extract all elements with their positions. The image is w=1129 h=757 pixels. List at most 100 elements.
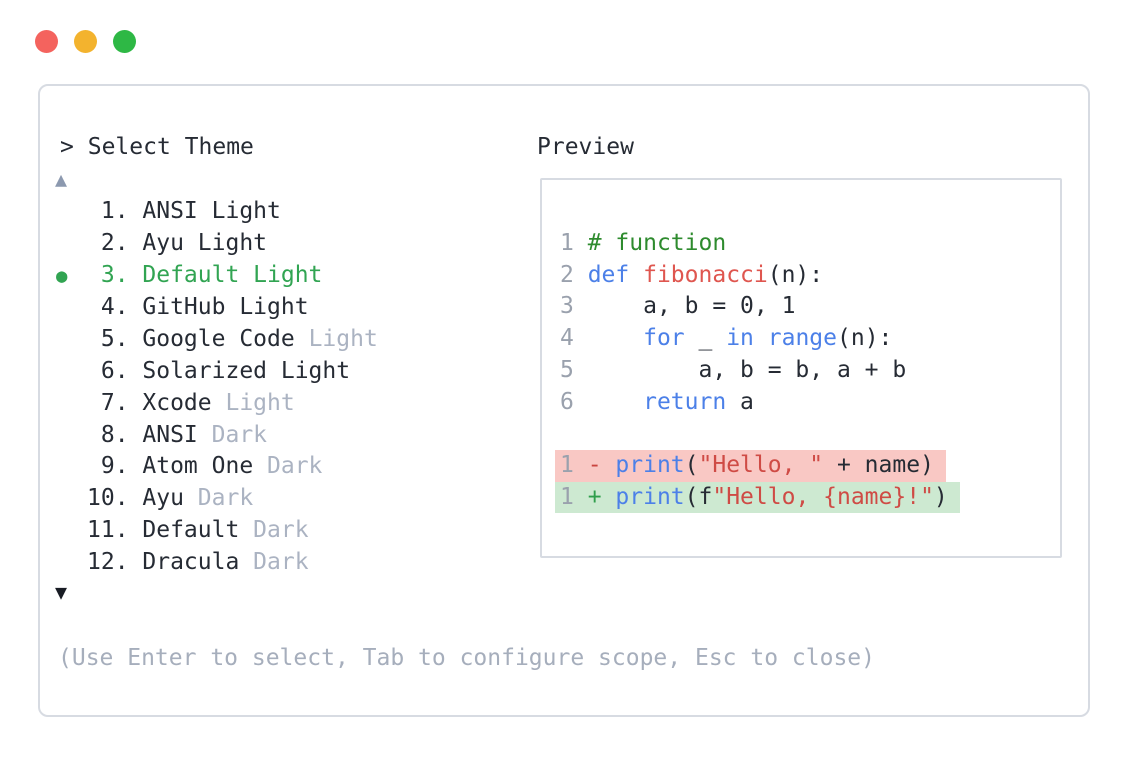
theme-list-item[interactable]: 1. ANSI Light (56, 196, 378, 228)
theme-list-item[interactable]: 11. Default Dark (56, 515, 378, 547)
item-variant-label: Light (308, 326, 378, 353)
item-number: 9. (87, 453, 143, 480)
code-token: (f (684, 483, 713, 510)
theme-list-item[interactable]: 2. Ayu Light (56, 228, 378, 260)
item-number: 11. (87, 516, 143, 543)
item-variant-label: Dark (253, 548, 309, 575)
item-number: 8. (87, 421, 143, 448)
code-token: def (587, 261, 630, 288)
code-token (629, 262, 643, 288)
line-number: 1 (560, 483, 588, 510)
code-token: + name) (823, 451, 934, 478)
code-token: range (767, 325, 837, 352)
code-token: print (615, 483, 685, 510)
code-line: 1 - print("Hello, " + name) (555, 449, 946, 482)
code-token: (n): (837, 325, 893, 352)
item-name: Xcode (142, 389, 226, 416)
code-line: 1 # function (560, 228, 960, 260)
scroll-up-icon[interactable]: ▲ (55, 167, 68, 191)
scroll-down-icon[interactable]: ▼ (55, 580, 68, 604)
line-number: 5 (560, 356, 588, 383)
code-token: return (643, 388, 727, 415)
item-number: 2. (87, 229, 143, 256)
maximize-button[interactable] (113, 30, 136, 53)
code-token: print (615, 451, 685, 478)
minimize-button[interactable] (74, 30, 97, 53)
item-number: 7. (87, 389, 143, 416)
item-number: 5. (87, 326, 143, 353)
theme-list-item[interactable]: 10. Ayu Dark (56, 483, 378, 515)
item-name: ANSI (142, 421, 212, 448)
theme-list-item[interactable]: 8. ANSI Dark (56, 420, 378, 452)
item-variant-label: Dark (197, 485, 254, 512)
item-name: Default Light (142, 261, 323, 288)
item-variant-label: Dark (267, 453, 323, 480)
line-number: 4 (560, 325, 588, 352)
window-controls (35, 30, 136, 53)
code-token: in (726, 325, 754, 352)
code-token: for (643, 325, 685, 352)
line-number: 6 (560, 388, 588, 415)
selected-dot-icon: ● (56, 264, 68, 287)
code-line (560, 418, 960, 450)
item-number: 12. (87, 548, 143, 575)
code-token: "Hello, {name}!" (712, 483, 934, 510)
code-token: fibonacci (643, 261, 768, 288)
code-token: a (726, 388, 754, 415)
item-number: 4. (87, 294, 143, 321)
line-number: 2 (560, 261, 588, 288)
code-token: ( (684, 451, 699, 478)
item-name: Default (142, 516, 254, 543)
item-variant-label: Light (225, 389, 295, 416)
item-name: Ayu (142, 485, 198, 512)
item-name: Ayu Light (142, 229, 268, 256)
item-number: 10. (87, 485, 143, 512)
item-name: Atom One (142, 453, 268, 480)
item-variant-label: Dark (211, 421, 268, 448)
code-token (588, 389, 643, 415)
code-line: 3 a, b = 0, 1 (560, 291, 960, 323)
item-variant-label: Dark (253, 516, 309, 543)
code-token: - (587, 451, 616, 478)
item-number: 1. (87, 198, 143, 224)
code-token: (n): (767, 261, 824, 288)
item-number: 3. (87, 261, 143, 288)
item-name: GitHub Light (142, 294, 309, 321)
code-token (588, 325, 643, 351)
line-number: 1 (560, 451, 588, 478)
item-name: Solarized Light (142, 357, 351, 384)
code-token: ) (933, 483, 948, 510)
theme-list-item[interactable]: 7. Xcode Light (56, 388, 378, 420)
code-token (754, 325, 768, 351)
code-line: 2 def fibonacci(n): (560, 260, 960, 292)
theme-list-item[interactable]: 6. Solarized Light (56, 356, 378, 388)
code-token: # function (587, 230, 727, 256)
item-name: Dracula (142, 548, 254, 575)
page-title: Select Theme (87, 134, 254, 160)
item-name: Google Code (142, 326, 309, 353)
code-token: a, b = 0, 1 (587, 293, 796, 320)
code-line: 5 a, b = b, a + b (560, 355, 960, 387)
code-token: a, b = b, a + b (587, 356, 907, 383)
line-number: 3 (560, 293, 588, 320)
theme-list-item[interactable]: 12. Dracula Dark (56, 547, 378, 579)
theme-list: 1. ANSI Light 2. Ayu Light● 3. Default L… (56, 196, 378, 579)
item-number: 6. (87, 357, 143, 384)
theme-list-item[interactable]: 9. Atom One Dark (56, 451, 378, 483)
help-text: (Use Enter to select, Tab to configure s… (58, 645, 875, 671)
line-number: 1 (560, 230, 588, 256)
theme-list-item[interactable]: 5. Google Code Light (56, 324, 378, 356)
code-line: 4 for _ in range(n): (560, 323, 960, 355)
prompt-chevron-icon: > (60, 134, 74, 160)
code-line: 1 + print(f"Hello, {name}!") (555, 481, 960, 514)
prompt-row: > Select Theme (60, 134, 254, 160)
close-button[interactable] (35, 30, 58, 53)
item-name: ANSI Light (142, 198, 281, 224)
code-line: 6 return a (560, 387, 960, 419)
preview-label: Preview (537, 134, 634, 160)
code-token: _ (684, 325, 727, 352)
code-token: + (587, 483, 616, 510)
theme-list-item[interactable]: ● 3. Default Light (56, 260, 378, 293)
theme-list-item[interactable]: 4. GitHub Light (56, 292, 378, 324)
